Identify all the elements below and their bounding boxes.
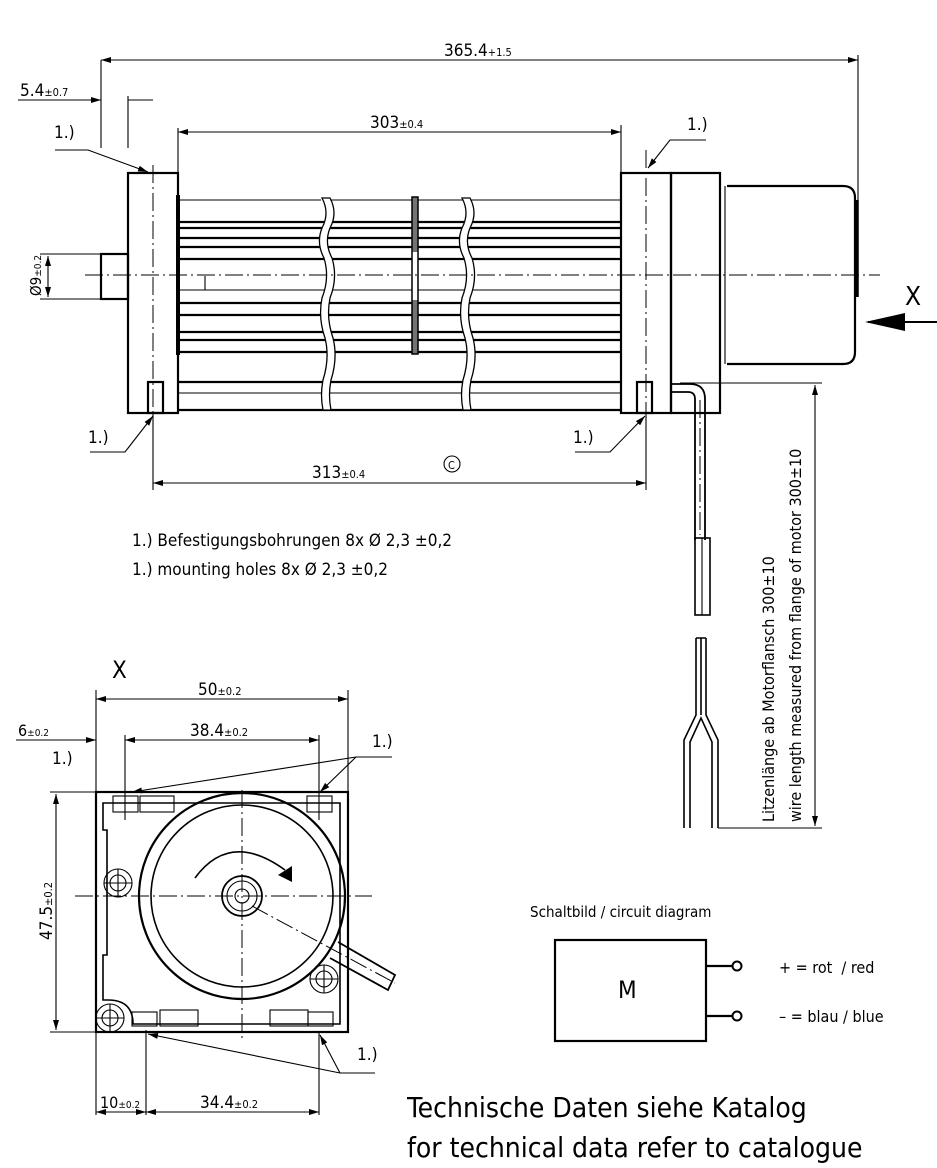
screw-icon [95, 1003, 125, 1033]
callout-label: 1.) [88, 428, 109, 448]
wire-length-label-de: Litzenlänge ab Motorflansch 300±10 [759, 556, 778, 822]
callout-label: 1.) [372, 732, 393, 752]
check-mark-circle [443, 455, 461, 473]
motor-box [553, 938, 708, 1043]
break-line [318, 197, 336, 411]
footer-line-2: for technical data refer to catalogue [407, 1131, 863, 1164]
callout-leader [319, 1034, 341, 1074]
dim-overall-length: 365.4+1.5 [444, 41, 512, 61]
hatch [412, 197, 418, 252]
callout-leader [90, 415, 154, 453]
wire-length-label-en: wire length measured from flange of moto… [786, 449, 805, 822]
circuit-title: Schaltbild / circuit diagram [530, 903, 711, 921]
rotation-arrowhead-icon [278, 866, 292, 882]
dim-impeller-length: 303±0.4 [370, 113, 423, 133]
hatch [412, 300, 418, 354]
callout-leader [131, 756, 392, 794]
callout-leader [55, 149, 149, 173]
screw-icon [309, 964, 339, 994]
rotation-arrow [194, 851, 286, 879]
dim-shaft-diameter: Ø9±0.2 [27, 255, 45, 296]
screw-icon [103, 868, 133, 898]
callout-label: 1.) [573, 428, 594, 448]
dim-bottom-pitch: 34.4±0.2 [200, 1093, 258, 1113]
dim-height: 47.5±0.2 [37, 882, 57, 940]
note-mounting-holes-en: 1.) mounting holes 8x Ø 2,3 ±0,2 [132, 560, 388, 580]
break-line [458, 197, 476, 411]
motor-flange [669, 171, 722, 415]
dim-bottom-offset: 10±0.2 [100, 1093, 140, 1112]
circuit-diagram: Schaltbild / circuit diagram M + = rot /… [530, 903, 884, 1043]
end-housing [94, 790, 350, 1034]
callout-label: 1.) [54, 123, 75, 143]
callout-label: 1.) [687, 115, 708, 135]
terminal-plus-label: + = rot / red [779, 958, 874, 977]
terminal-plus-icon [731, 960, 743, 972]
wire-lead: Litzenlänge ab Motorflansch 300±10 wire … [671, 382, 822, 829]
end-view-title: X [112, 656, 127, 684]
terminal-minus-label: – = blau / blue [779, 1007, 884, 1026]
impeller-body [178, 199, 620, 412]
callout-label: 1.) [357, 1045, 378, 1065]
dim-hole-spacing: 313±0.4 [312, 463, 365, 483]
dim-width: 50±0.2 [198, 680, 242, 700]
dim-shaft-offset: 5.4±0.7 [20, 81, 68, 101]
callout-leader [575, 415, 646, 453]
note-mounting-holes-de: 1.) Befestigungsbohrungen 8x Ø 2,3 ±0,2 [132, 531, 452, 551]
dim-edge-offset: 6±0.2 [18, 721, 49, 740]
dim-hole-pitch: 38.4±0.2 [190, 721, 248, 741]
end-view: X 50±0.2 6±0.2 38.4±0.2 1.) 1.) [16, 656, 397, 1115]
footer-line-1: Technische Daten siehe Katalog [406, 1091, 807, 1124]
terminal-minus-icon [731, 1010, 743, 1022]
callout-leader [319, 756, 357, 793]
wire-exit [329, 941, 397, 992]
mounting-hole [146, 380, 165, 415]
callout-leader [647, 139, 706, 169]
side-view: 365.4+1.5 5.4±0.7 303±0.4 [18, 41, 937, 490]
end-housing-inner [102, 802, 341, 1025]
callout-label: 1.) [52, 749, 73, 769]
view-arrow-icon [865, 313, 905, 331]
motor-symbol: M [618, 976, 637, 1004]
motor-shaft [99, 252, 130, 301]
callout-leader [147, 1033, 375, 1074]
mounting-hole [635, 380, 654, 415]
view-marker: X [905, 282, 921, 312]
dim-hole-spacing-mark: C [448, 459, 455, 472]
